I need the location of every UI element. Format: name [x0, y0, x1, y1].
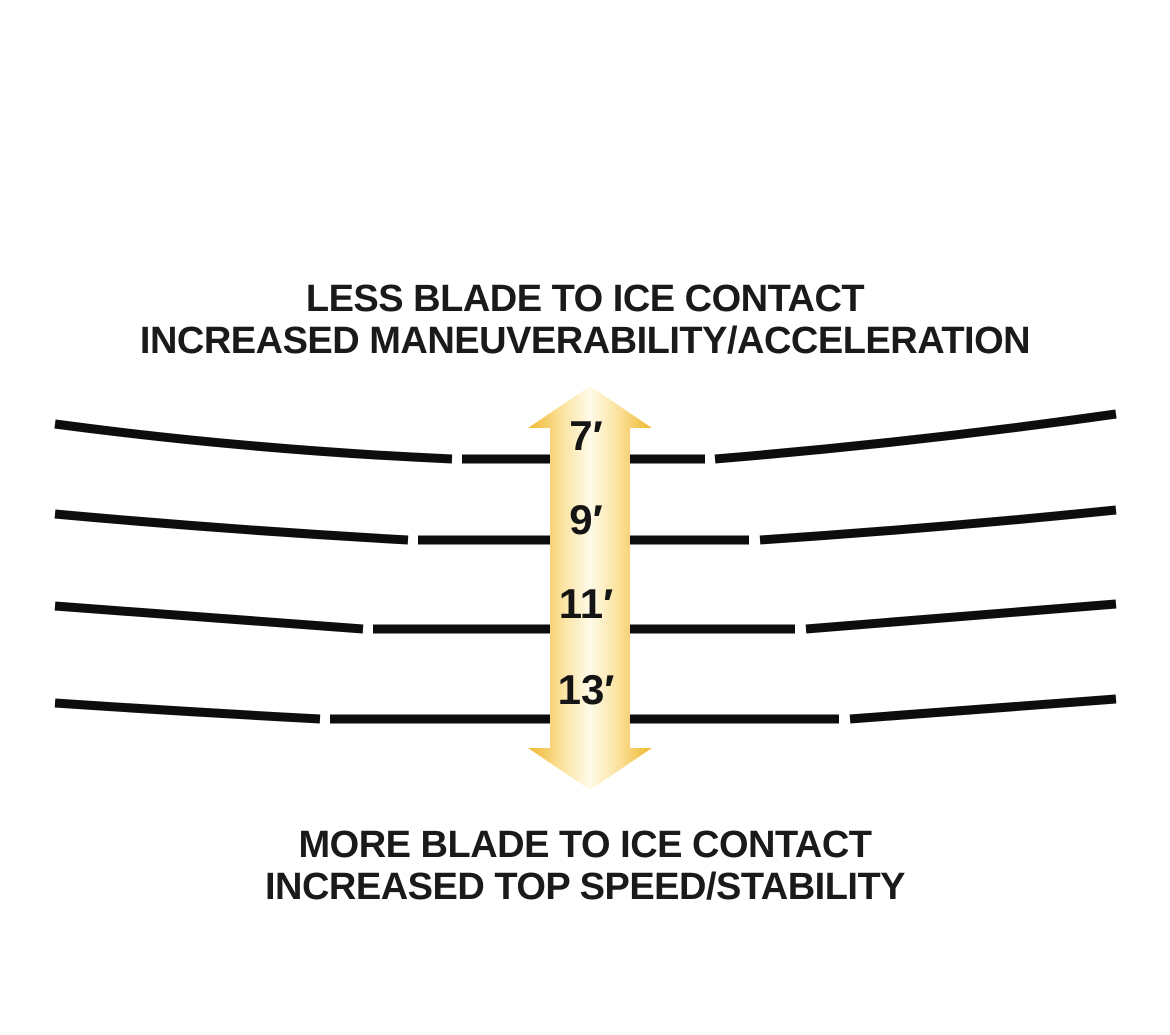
radius-label-13: 13′: [558, 666, 615, 713]
bottom-caption-line-1: MORE BLADE TO ICE CONTACT: [298, 824, 872, 866]
top-caption: LESS BLADE TO ICE CONTACT INCREASED MANE…: [0, 278, 1170, 362]
blade-curve-13: [849, 694, 1117, 724]
blade-curve-7: [714, 409, 1117, 464]
blade-curve-11: [805, 599, 1117, 634]
top-caption-line-1: LESS BLADE TO ICE CONTACT: [305, 278, 865, 320]
bottom-caption-line-2: INCREASED TOP SPEED/STABILITY: [264, 866, 906, 908]
bottom-caption: MORE BLADE TO ICE CONTACT INCREASED TOP …: [0, 824, 1170, 908]
double-arrow-icon: [528, 386, 652, 790]
radius-label-9: 9′: [569, 496, 602, 543]
blade-curve-9: [54, 509, 409, 545]
radius-label-7: 7′: [569, 412, 602, 459]
radius-label-11: 11′: [559, 580, 613, 627]
blade-curve-9: [759, 505, 1117, 545]
blade-curve-7: [54, 419, 453, 464]
blade-curve-11: [54, 601, 364, 634]
blade-curve-13: [54, 698, 321, 724]
top-caption-line-2: INCREASED MANEUVERABILITY/ACCELERATION: [139, 320, 1031, 362]
